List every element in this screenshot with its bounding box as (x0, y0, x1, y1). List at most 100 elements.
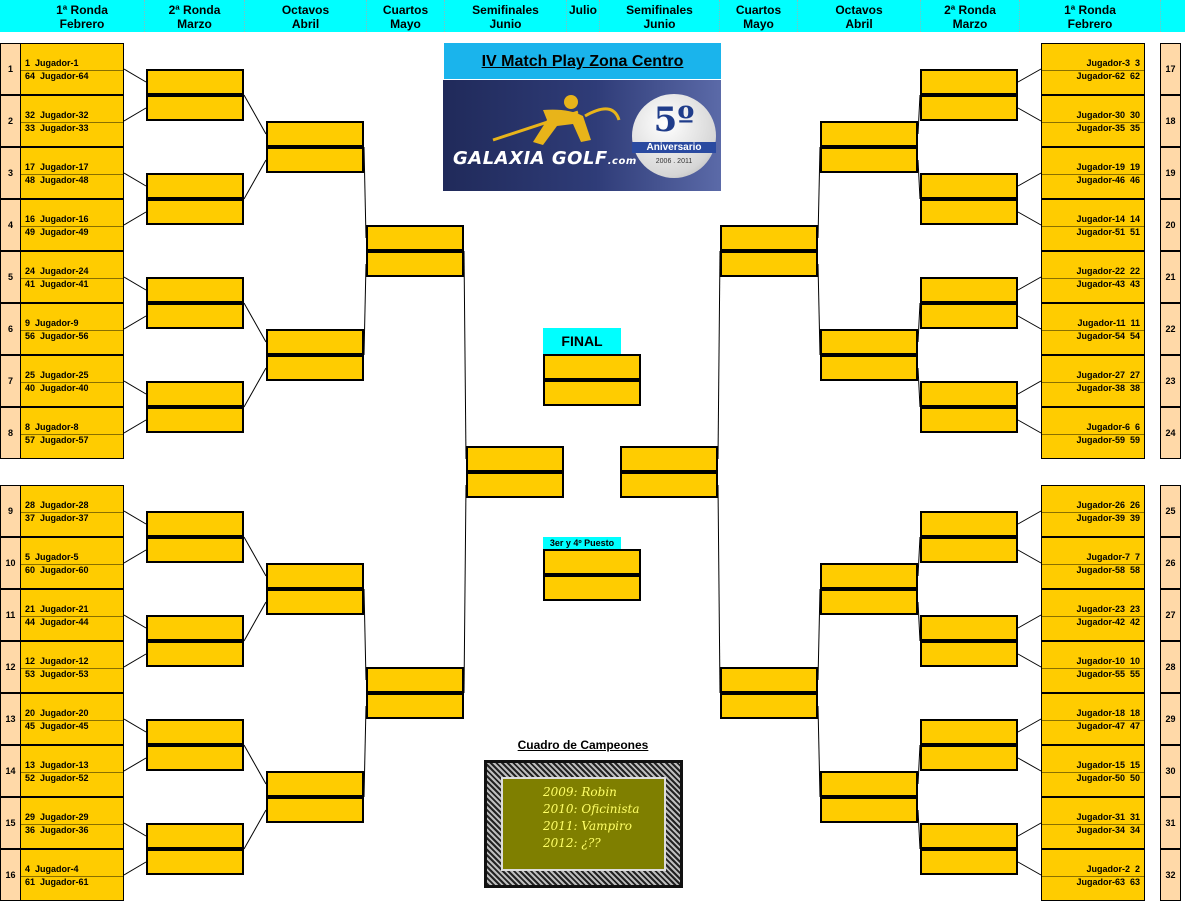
final-slot[interactable] (543, 380, 641, 406)
player-entry[interactable]: 49 Jugador-49 (21, 226, 123, 239)
player-entry[interactable]: Jugador-39 39 (1042, 512, 1144, 525)
round2-slot[interactable] (146, 173, 244, 199)
octavos-slot[interactable] (820, 147, 918, 173)
player-entry[interactable]: Jugador-27 27 (1042, 369, 1144, 382)
round2-slot[interactable] (146, 537, 244, 563)
round2-slot[interactable] (146, 69, 244, 95)
player-entry[interactable]: 53 Jugador-53 (21, 668, 123, 681)
player-entry[interactable]: 20 Jugador-20 (21, 707, 123, 720)
player-entry[interactable]: Jugador-42 42 (1042, 616, 1144, 629)
player-entry[interactable]: 5 Jugador-5 (21, 551, 123, 564)
player-entry[interactable]: Jugador-2 2 (1042, 863, 1144, 876)
player-entry[interactable]: 29 Jugador-29 (21, 811, 123, 824)
player-entry[interactable]: Jugador-18 18 (1042, 707, 1144, 720)
cuartos-slot[interactable] (720, 667, 818, 693)
player-entry[interactable]: Jugador-3 3 (1042, 57, 1144, 70)
round2-slot[interactable] (920, 537, 1018, 563)
player-entry[interactable]: 9 Jugador-9 (21, 317, 123, 330)
round2-slot[interactable] (146, 849, 244, 875)
round2-slot[interactable] (146, 95, 244, 121)
round2-slot[interactable] (920, 823, 1018, 849)
player-entry[interactable]: Jugador-43 43 (1042, 278, 1144, 291)
player-entry[interactable]: 36 Jugador-36 (21, 824, 123, 837)
player-entry[interactable]: 57 Jugador-57 (21, 434, 123, 447)
player-entry[interactable]: Jugador-22 22 (1042, 265, 1144, 278)
player-entry[interactable]: Jugador-51 51 (1042, 226, 1144, 239)
player-entry[interactable]: 16 Jugador-16 (21, 213, 123, 226)
round2-slot[interactable] (146, 511, 244, 537)
player-entry[interactable]: Jugador-63 63 (1042, 876, 1144, 889)
player-entry[interactable]: Jugador-38 38 (1042, 382, 1144, 395)
round2-slot[interactable] (920, 407, 1018, 433)
player-entry[interactable]: 40 Jugador-40 (21, 382, 123, 395)
round2-slot[interactable] (146, 407, 244, 433)
player-entry[interactable]: Jugador-50 50 (1042, 772, 1144, 785)
player-entry[interactable]: 37 Jugador-37 (21, 512, 123, 525)
round2-slot[interactable] (920, 69, 1018, 95)
round2-slot[interactable] (920, 511, 1018, 537)
player-entry[interactable]: Jugador-30 30 (1042, 109, 1144, 122)
round2-slot[interactable] (146, 615, 244, 641)
cuartos-slot[interactable] (366, 667, 464, 693)
semifinal-slot[interactable] (620, 446, 718, 472)
final-slot[interactable] (543, 354, 641, 380)
round2-slot[interactable] (920, 173, 1018, 199)
octavos-slot[interactable] (820, 563, 918, 589)
round2-slot[interactable] (920, 303, 1018, 329)
cuartos-slot[interactable] (366, 225, 464, 251)
round2-slot[interactable] (920, 95, 1018, 121)
player-entry[interactable]: Jugador-54 54 (1042, 330, 1144, 343)
player-entry[interactable]: Jugador-6 6 (1042, 421, 1144, 434)
octavos-slot[interactable] (266, 355, 364, 381)
semifinal-slot[interactable] (466, 446, 564, 472)
player-entry[interactable]: 64 Jugador-64 (21, 70, 123, 83)
player-entry[interactable]: Jugador-59 59 (1042, 434, 1144, 447)
cuartos-slot[interactable] (720, 251, 818, 277)
cuartos-slot[interactable] (366, 693, 464, 719)
round2-slot[interactable] (920, 199, 1018, 225)
player-entry[interactable]: Jugador-11 11 (1042, 317, 1144, 330)
player-entry[interactable]: 1 Jugador-1 (21, 57, 123, 70)
player-entry[interactable]: Jugador-15 15 (1042, 759, 1144, 772)
round2-slot[interactable] (920, 381, 1018, 407)
octavos-slot[interactable] (266, 771, 364, 797)
player-entry[interactable]: 44 Jugador-44 (21, 616, 123, 629)
octavos-slot[interactable] (266, 563, 364, 589)
player-entry[interactable]: Jugador-26 26 (1042, 499, 1144, 512)
cuartos-slot[interactable] (720, 693, 818, 719)
player-entry[interactable]: Jugador-7 7 (1042, 551, 1144, 564)
round2-slot[interactable] (146, 641, 244, 667)
player-entry[interactable]: Jugador-31 31 (1042, 811, 1144, 824)
player-entry[interactable]: 4 Jugador-4 (21, 863, 123, 876)
player-entry[interactable]: 61 Jugador-61 (21, 876, 123, 889)
round2-slot[interactable] (146, 303, 244, 329)
player-entry[interactable]: 12 Jugador-12 (21, 655, 123, 668)
octavos-slot[interactable] (266, 797, 364, 823)
round2-slot[interactable] (146, 199, 244, 225)
player-entry[interactable]: Jugador-55 55 (1042, 668, 1144, 681)
player-entry[interactable]: Jugador-10 10 (1042, 655, 1144, 668)
player-entry[interactable]: Jugador-23 23 (1042, 603, 1144, 616)
player-entry[interactable]: Jugador-35 35 (1042, 122, 1144, 135)
player-entry[interactable]: 41 Jugador-41 (21, 278, 123, 291)
player-entry[interactable]: Jugador-58 58 (1042, 564, 1144, 577)
third-place-slot[interactable] (543, 575, 641, 601)
player-entry[interactable]: 33 Jugador-33 (21, 122, 123, 135)
player-entry[interactable]: 13 Jugador-13 (21, 759, 123, 772)
round2-slot[interactable] (920, 641, 1018, 667)
player-entry[interactable]: 25 Jugador-25 (21, 369, 123, 382)
player-entry[interactable]: Jugador-14 14 (1042, 213, 1144, 226)
octavos-slot[interactable] (266, 589, 364, 615)
player-entry[interactable]: 56 Jugador-56 (21, 330, 123, 343)
cuartos-slot[interactable] (366, 251, 464, 277)
octavos-slot[interactable] (266, 329, 364, 355)
octavos-slot[interactable] (820, 589, 918, 615)
player-entry[interactable]: 28 Jugador-28 (21, 499, 123, 512)
octavos-slot[interactable] (820, 771, 918, 797)
round2-slot[interactable] (920, 745, 1018, 771)
round2-slot[interactable] (920, 849, 1018, 875)
round2-slot[interactable] (146, 745, 244, 771)
player-entry[interactable]: Jugador-62 62 (1042, 70, 1144, 83)
octavos-slot[interactable] (266, 121, 364, 147)
player-entry[interactable]: 32 Jugador-32 (21, 109, 123, 122)
